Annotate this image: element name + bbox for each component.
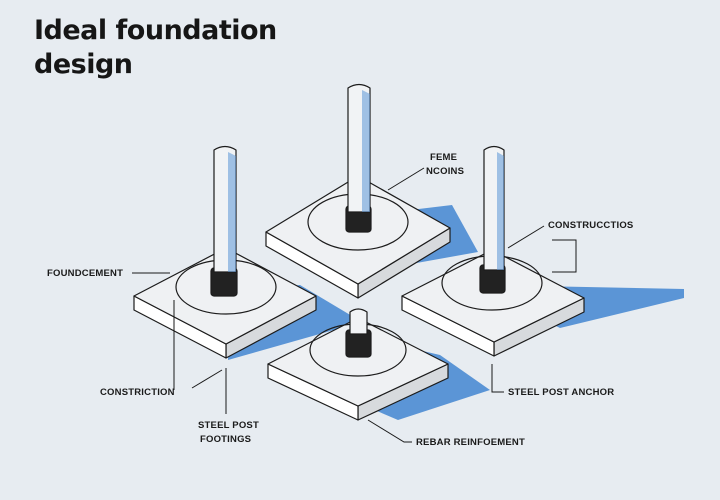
label-footings: FOOTINGS: [200, 434, 251, 445]
label-rebar-reinfoement: REBAR REINFOEMENT: [416, 437, 525, 448]
leader-constriction-right: [191, 369, 223, 389]
leader-steel-post-anchor: [491, 364, 504, 393]
leader-lines: [132, 167, 577, 443]
footing-front: [267, 308, 490, 421]
footing-front-top: [267, 317, 449, 407]
page-title-line-1: Ideal foundation: [34, 15, 277, 46]
label-foundcement: FOUNDCEMENT: [47, 268, 123, 279]
post-front: [349, 308, 368, 335]
leader-constructcios: [507, 225, 545, 249]
page-title: Ideal foundation design: [34, 14, 277, 82]
label-steel-post: STEEL POST: [198, 420, 259, 431]
footing-right: [401, 145, 684, 357]
footing-back: [265, 83, 478, 299]
label-feme: FEME: [430, 152, 457, 163]
post-back-shadow: [362, 90, 370, 212]
leader-constructcios-right: [552, 239, 577, 273]
labels: FEME NCOINS CONSTRUCCTIOS FOUNDCEMENT CO…: [47, 152, 633, 448]
label-ncoins: NCOINS: [426, 166, 464, 177]
label-constriction: CONSTRICTION: [100, 387, 175, 398]
label-steel-post-anchor: STEEL POST ANCHOR: [508, 387, 614, 398]
footing-left: [133, 145, 362, 360]
label-constructcios: CONSTRUCCTIOS: [548, 220, 633, 231]
leader-feme-ncoins: [387, 167, 425, 191]
post-right-shadow: [497, 152, 504, 270]
footing-right-top: [401, 249, 585, 343]
page-title-line-2: design: [34, 49, 133, 80]
post-left-shadow: [228, 152, 236, 272]
leader-rebar: [367, 419, 412, 443]
